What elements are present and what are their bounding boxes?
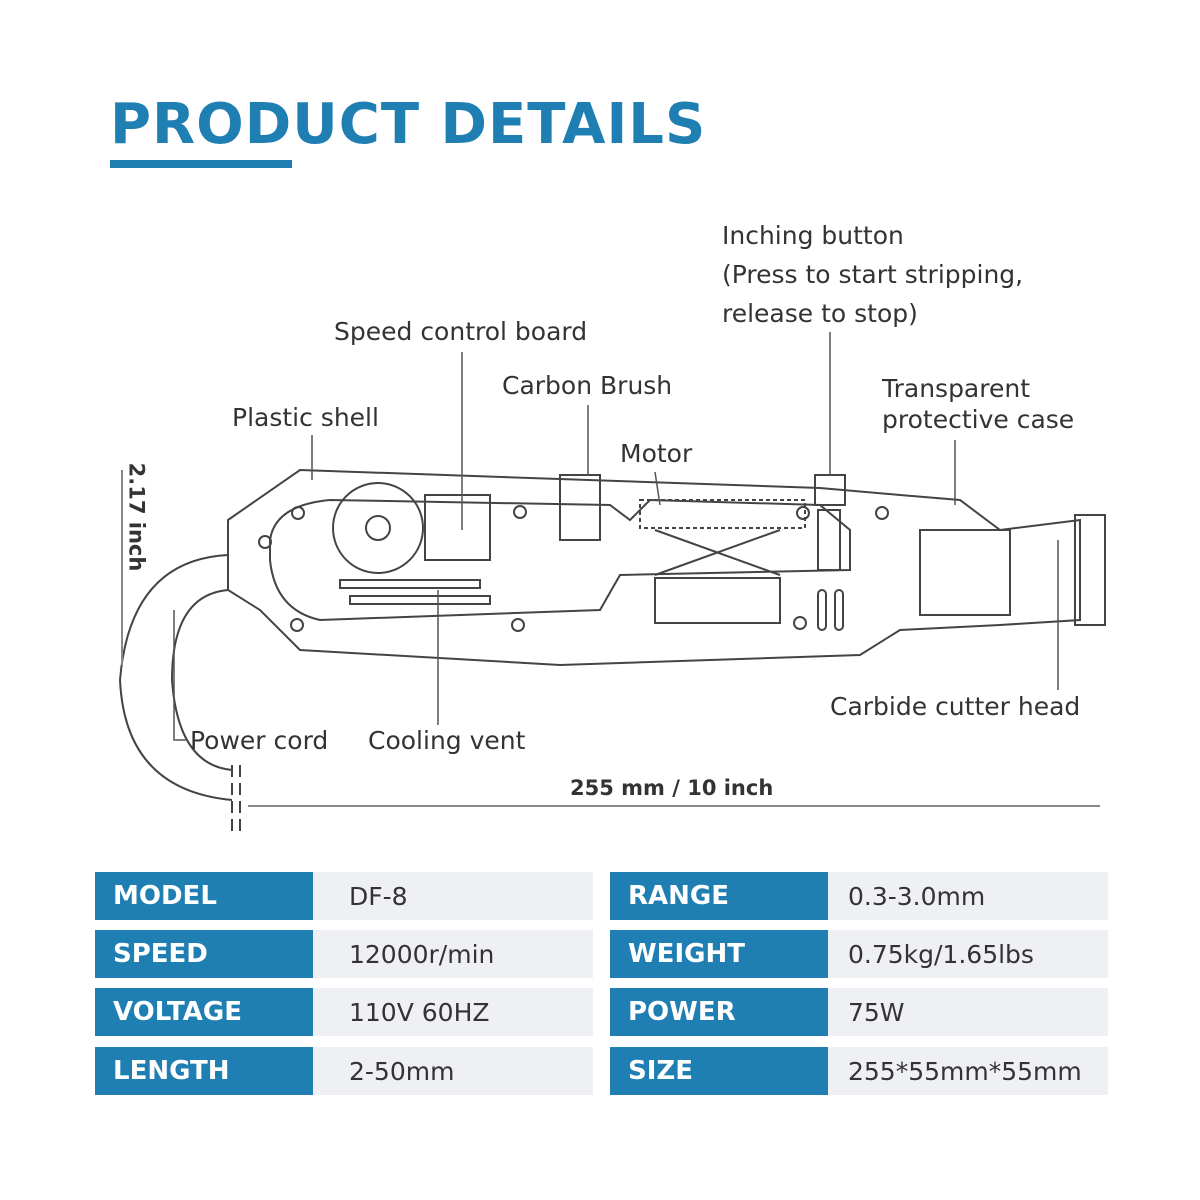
spec-label: SIZE [610,1047,828,1095]
spec-label: SPEED [95,930,313,978]
spec-value: 0.3-3.0mm [828,872,1108,920]
cutter-head [1074,514,1106,626]
label-protective-case: protective case [882,405,1075,434]
spec-value: 0.75kg/1.65lbs [828,930,1108,978]
label-power-cord: Power cord [190,726,329,755]
spec-value: 12000r/min [313,930,593,978]
label-motor: Motor [620,439,693,468]
label-plastic-shell: Plastic shell [232,403,379,432]
motor-coil [639,499,806,529]
speed-board [424,494,491,561]
spec-label: POWER [610,988,828,1036]
page-title: PRODUCT DETAILS [110,92,707,157]
spec-value: DF-8 [313,872,593,920]
vent-1 [339,579,481,589]
inner-shell [269,498,851,622]
spec-label: VOLTAGE [95,988,313,1036]
front-case [919,529,1011,616]
label-carbon-brush: Carbon Brush [502,371,673,400]
spec-value: 75W [828,988,1108,1036]
tool-body [227,468,1081,667]
spec-label: MODEL [95,872,313,920]
motor-base [654,577,781,624]
spec-label: RANGE [610,872,828,920]
label-inching-note1: (Press to start stripping, [722,260,1024,289]
gear [332,482,424,574]
vent-2 [349,595,491,605]
spec-value: 255*55mm*55mm [828,1047,1108,1095]
height-dimension: 2.17 inch [124,462,149,572]
carbon-brush [559,474,601,541]
spec-label: LENGTH [95,1047,313,1095]
length-dimension: 255 mm / 10 inch [570,776,774,800]
label-cooling-vent: Cooling vent [368,726,526,755]
label-transparent: Transparent [882,374,1031,403]
spec-value: 2-50mm [313,1047,593,1095]
leader-lines [173,332,1059,741]
label-carbide: Carbide cutter head [830,692,1081,721]
tool-diagram [118,332,1106,835]
title-underline [110,160,292,168]
motor-windings [654,529,781,576]
spec-label: WEIGHT [610,930,828,978]
label-speed-board: Speed control board [334,317,588,346]
spec-value: 110V 60HZ [313,988,593,1036]
label-inching: Inching button [722,221,904,250]
label-inching-note2: release to stop) [722,299,918,328]
power-cord [118,554,233,801]
